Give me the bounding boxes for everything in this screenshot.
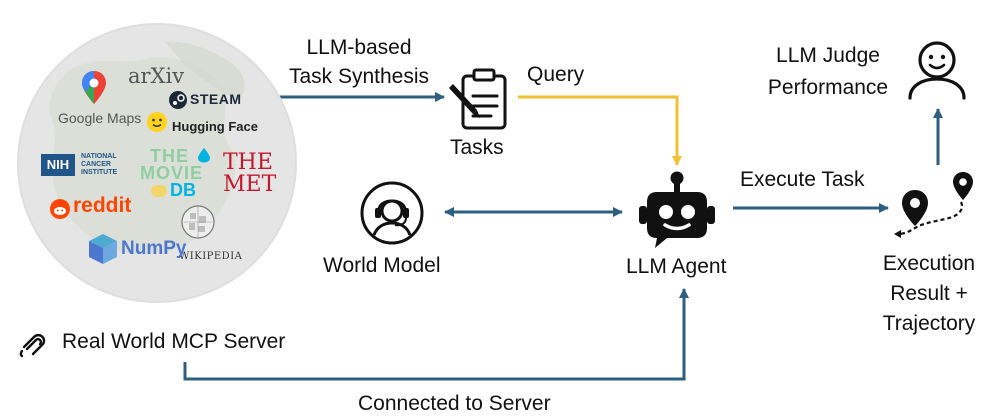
server-title: Real World MCP Server <box>62 330 286 353</box>
world-model-headset-icon <box>360 181 424 245</box>
google-maps-pin-icon <box>82 71 106 104</box>
numpy-logo: NumPy <box>121 238 187 259</box>
hugging-face-icon <box>147 112 167 132</box>
wikipedia-logo: WIKIPEDIA <box>179 251 243 262</box>
judge-user-icon <box>908 41 966 100</box>
connected-label: Connected to Server <box>358 392 551 415</box>
robot-icon <box>639 171 715 248</box>
reddit-icon <box>50 199 70 219</box>
query-arrow <box>518 95 682 166</box>
steam-logo: STEAM <box>190 91 242 107</box>
judge-label: LLM Judge Performance <box>767 44 889 99</box>
execute-label: Execute Task <box>740 168 865 191</box>
result-label: Execution Result + Trajectory <box>882 252 976 335</box>
numpy-icon <box>89 234 117 264</box>
clipboard-icon <box>449 68 507 130</box>
trajectory-pins-icon <box>894 172 973 238</box>
moviedb-logo-line2: MOVIE <box>140 163 204 183</box>
nih-logo: NIH <box>41 154 75 176</box>
arxiv-logo: arXiv <box>128 64 185 88</box>
tasks-label: Tasks <box>450 136 504 159</box>
google-maps-logo: Google Maps <box>58 110 142 126</box>
connected-arrow <box>183 288 689 381</box>
world-model-label: World Model <box>323 254 441 277</box>
drop-icon <box>198 148 210 163</box>
steam-icon <box>169 91 187 109</box>
moviedb-logo-line1: THE <box>150 146 189 166</box>
nci-logo: NATIONAL CANCER INSTITUTE <box>81 153 118 176</box>
wikipedia-globe-icon <box>181 205 215 239</box>
agent-label: LLM Agent <box>626 255 727 278</box>
hugging-face-logo: Hugging Face <box>172 119 258 134</box>
moviedb-pill <box>151 185 167 197</box>
mcp-link-icon <box>19 333 46 358</box>
reddit-logo: reddit <box>73 194 132 217</box>
synthesis-label: LLM-based Task Synthesis <box>288 36 430 88</box>
met-logo: THE MET <box>223 150 277 197</box>
query-label: Query <box>527 63 585 86</box>
moviedb-logo-line3: DB <box>170 180 196 200</box>
